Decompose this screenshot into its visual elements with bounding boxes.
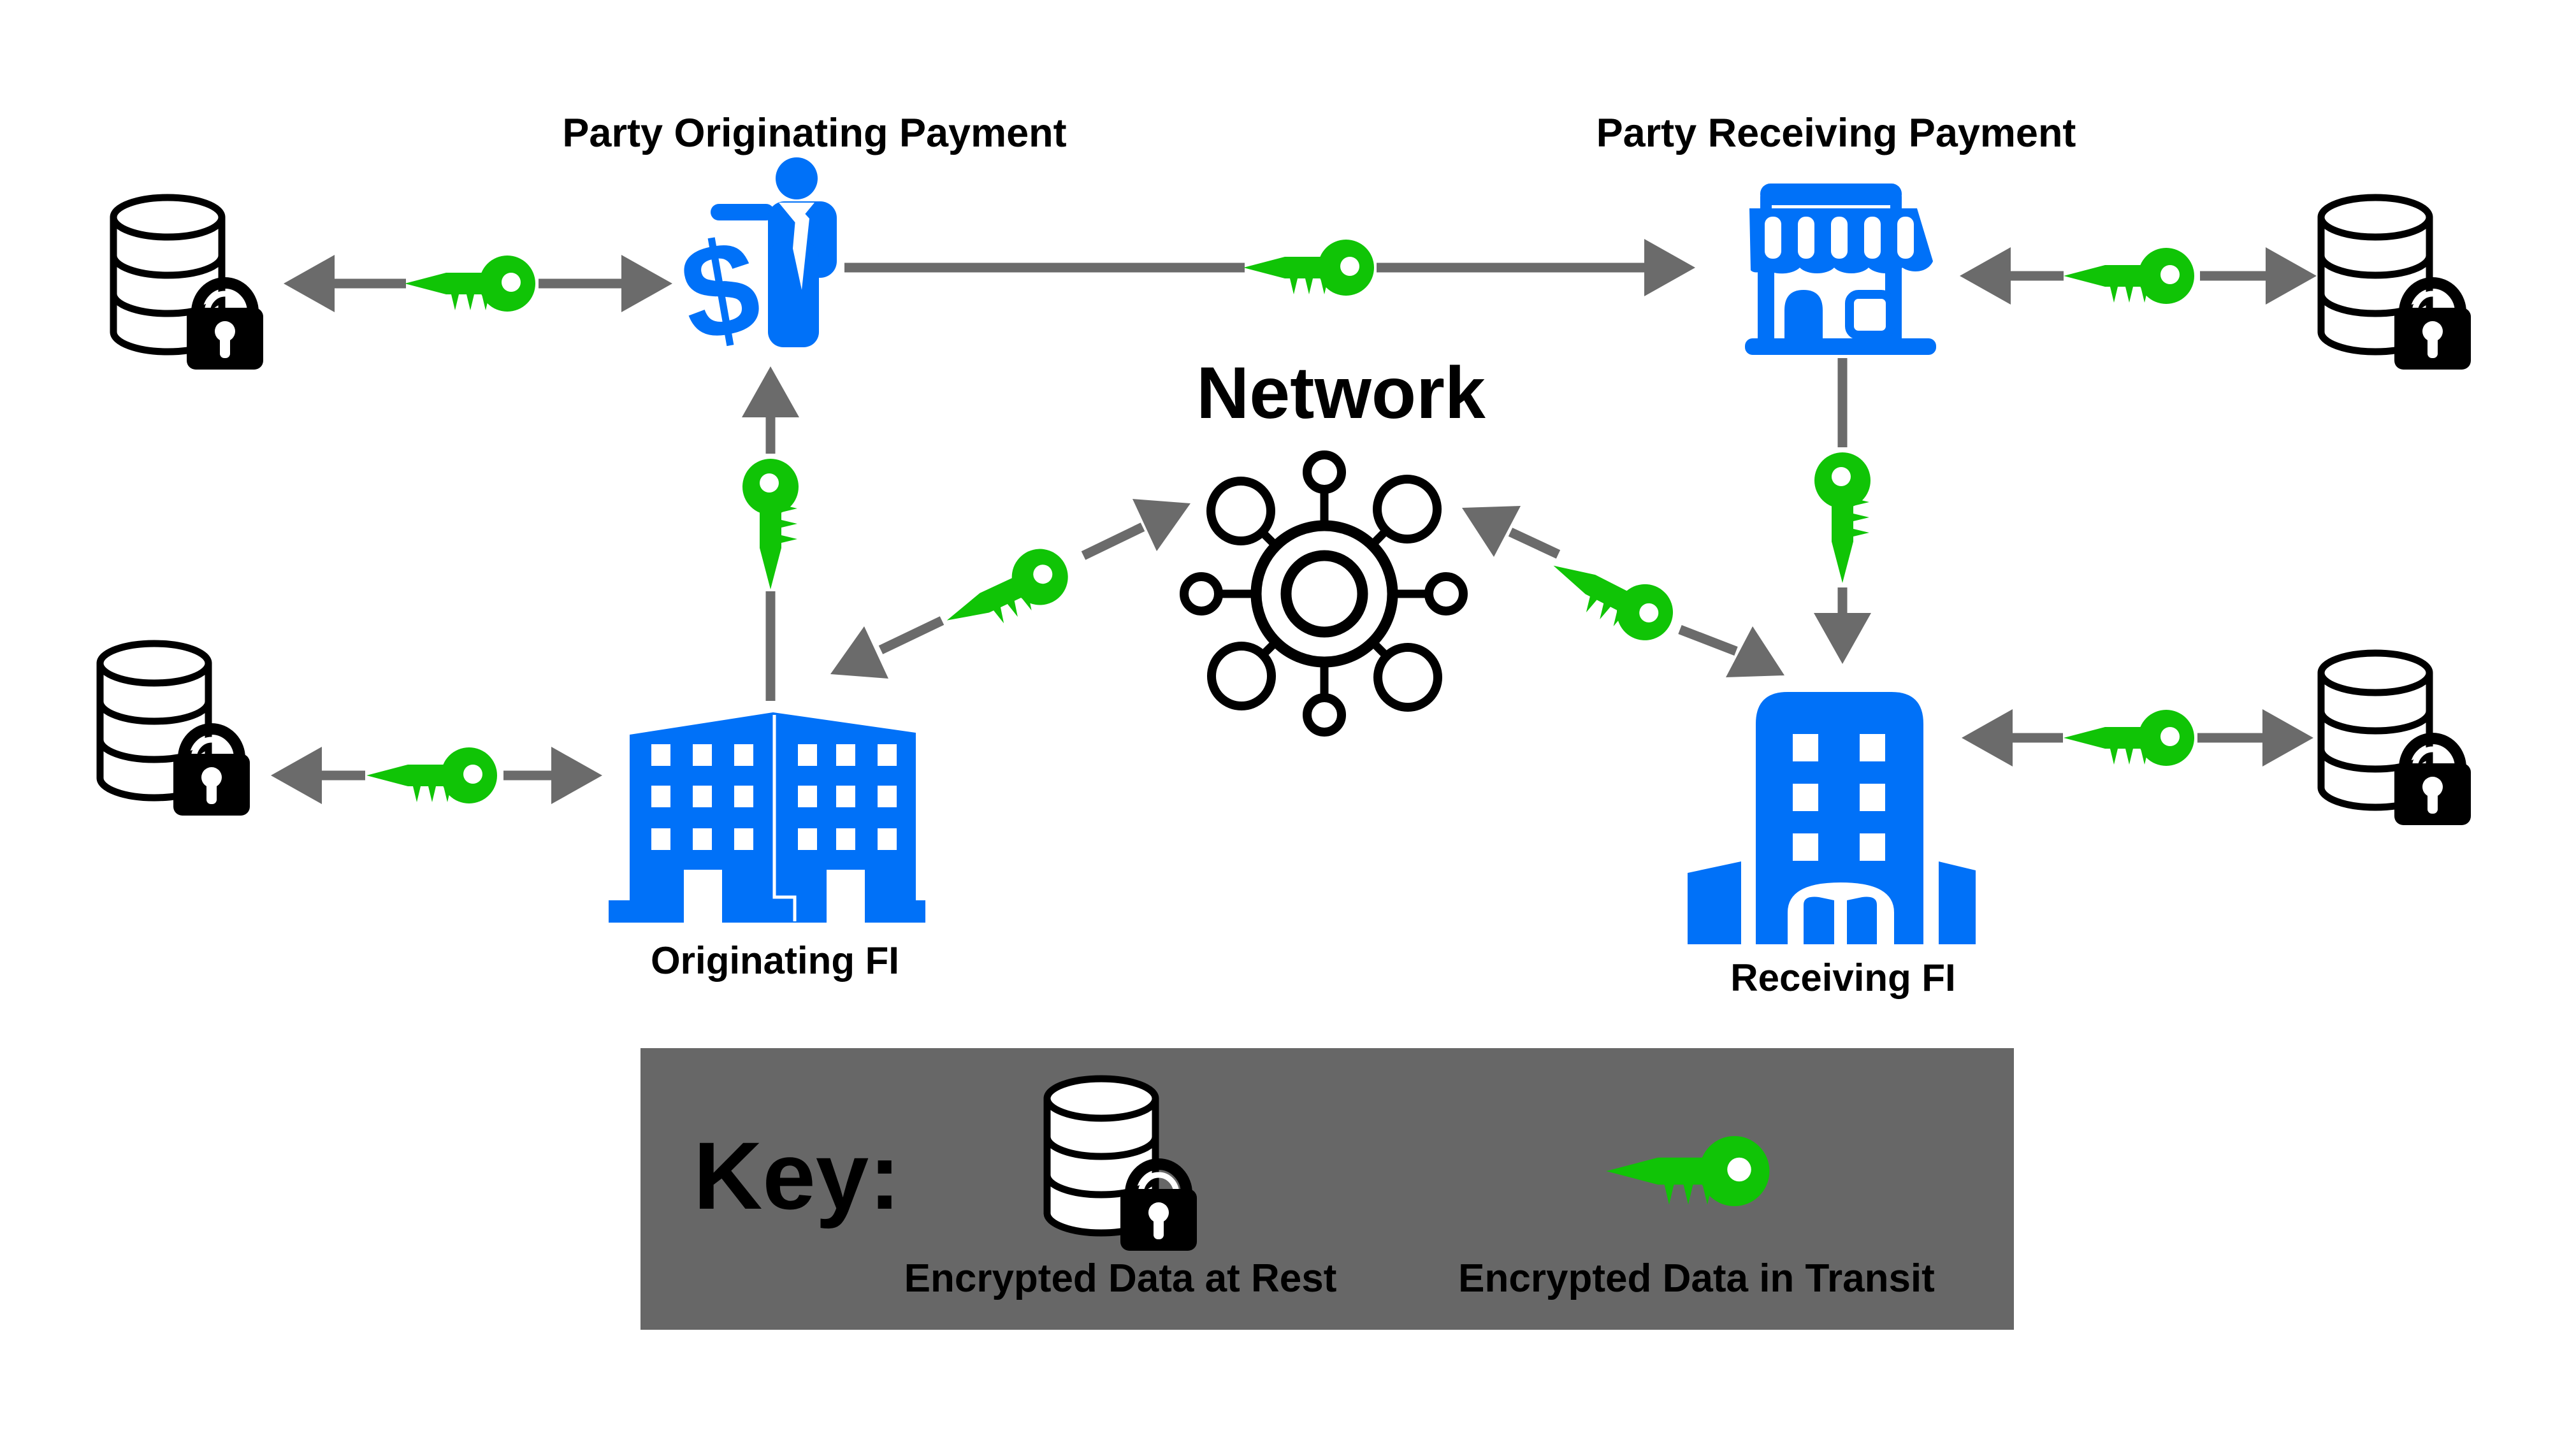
store-top-bar-leg	[1890, 196, 1902, 212]
arrowhead-right	[2262, 709, 2313, 767]
arrow-receiving-fi-to-db	[1962, 709, 2313, 767]
arrowhead-to-network	[1462, 506, 1521, 557]
database-lock-icon	[2321, 653, 2471, 825]
green-key-icon	[405, 256, 535, 312]
arrowhead-up	[742, 366, 799, 417]
person-body	[768, 242, 819, 347]
store-pillar-left	[1758, 266, 1774, 343]
storefront-icon	[1745, 184, 1936, 355]
legend-title: Key:	[693, 1122, 901, 1229]
dollar-sign: $	[670, 210, 770, 371]
awning-slot	[1831, 217, 1848, 259]
building-door	[827, 870, 865, 923]
tower-door-right	[1847, 896, 1877, 944]
network-node	[1424, 572, 1468, 616]
network-node	[1373, 643, 1442, 712]
arrowhead-to-fi	[830, 626, 888, 679]
network-node	[1303, 450, 1346, 494]
tower-wing-right	[1939, 861, 1976, 944]
arrow-network-receiving-fi	[1462, 506, 1784, 677]
arrow-db-to-originating-party	[284, 255, 672, 312]
building-windows	[651, 744, 897, 850]
green-key-icon	[742, 459, 799, 589]
database-lock-icon	[113, 198, 263, 370]
green-key-icon	[935, 540, 1078, 646]
bank-building-icon	[609, 712, 925, 923]
arrow-receiving-party-to-db	[1960, 247, 2317, 305]
arrowhead-left	[1962, 709, 2013, 767]
network-node	[1303, 693, 1346, 737]
originating-fi-label: Originating FI	[651, 939, 899, 982]
building-door	[684, 870, 722, 923]
awning-slot	[1765, 217, 1781, 259]
network-label: Network	[1196, 352, 1486, 434]
arrow-originating-fi-to-party	[742, 366, 799, 701]
green-key-icon	[1243, 240, 1374, 296]
arrowhead-left	[271, 747, 322, 804]
receiving-party-label: Party Receiving Payment	[1596, 111, 2076, 155]
awning-slot	[1897, 217, 1914, 259]
tower-wing-left	[1688, 861, 1741, 944]
store-top-bar	[1760, 184, 1902, 205]
arrow-db-to-originating-fi	[271, 747, 602, 804]
legend-in-transit-label: Encrypted Data in Transit	[1458, 1256, 1935, 1300]
arrowhead-to-network	[1132, 499, 1190, 551]
tower-door-left	[1804, 896, 1834, 944]
legend: Key: Encrypted Data at Rest Encrypted Da…	[640, 1048, 2014, 1330]
person-head	[776, 157, 818, 199]
store-base	[1745, 338, 1936, 355]
person-arm	[711, 204, 774, 220]
store-door	[1784, 290, 1823, 342]
green-key-icon	[2064, 710, 2194, 766]
store-window	[1845, 290, 1895, 340]
person-dollar-icon: $	[670, 157, 837, 370]
arrowhead-to-fi	[1726, 626, 1784, 677]
arrowhead-left	[1960, 247, 2011, 305]
building-seam	[772, 715, 797, 921]
office-tower-icon	[1688, 692, 1976, 944]
arrow-receiving-party-to-fi	[1814, 358, 1871, 664]
network-hub-icon	[1180, 450, 1468, 737]
arrow-originating-fi-network	[830, 499, 1190, 679]
network-node	[1206, 477, 1275, 545]
person-tie	[793, 212, 809, 290]
green-key-icon	[2064, 248, 2194, 304]
green-key-icon	[1814, 452, 1870, 583]
arrowhead-right	[1644, 239, 1695, 296]
network-node	[1373, 475, 1442, 544]
arrowhead-right	[2266, 247, 2317, 305]
awning-slot	[1864, 217, 1881, 259]
database-lock-icon	[100, 644, 250, 816]
arrow-shaft	[1678, 625, 1738, 656]
arrow-shaft	[1081, 522, 1145, 560]
arrow-originating-party-to-receiving-party	[844, 239, 1695, 296]
network-node	[1207, 642, 1276, 710]
arrowhead-right	[551, 747, 602, 804]
person-collar	[779, 203, 814, 224]
receiving-fi-label: Receiving FI	[1730, 956, 1955, 999]
arrow-shaft	[1508, 528, 1561, 559]
database-lock-icon	[2321, 198, 2471, 370]
arrowhead-right	[621, 255, 672, 312]
network-inner-ring	[1280, 550, 1368, 638]
legend-at-rest-label: Encrypted Data at Rest	[904, 1256, 1337, 1300]
originating-party-label: Party Originating Payment	[562, 111, 1066, 155]
network-node	[1180, 572, 1223, 616]
tower-windows	[1793, 734, 1885, 861]
arrowhead-down	[1814, 613, 1871, 664]
awning-slot	[1798, 217, 1814, 259]
store-top-bar-leg	[1760, 196, 1772, 212]
arrow-shaft	[878, 616, 944, 654]
green-key-icon	[1540, 540, 1683, 651]
building-body	[609, 712, 925, 923]
green-key-icon	[366, 747, 497, 803]
arrowhead-left	[284, 255, 335, 312]
legend-box	[640, 1048, 2014, 1330]
